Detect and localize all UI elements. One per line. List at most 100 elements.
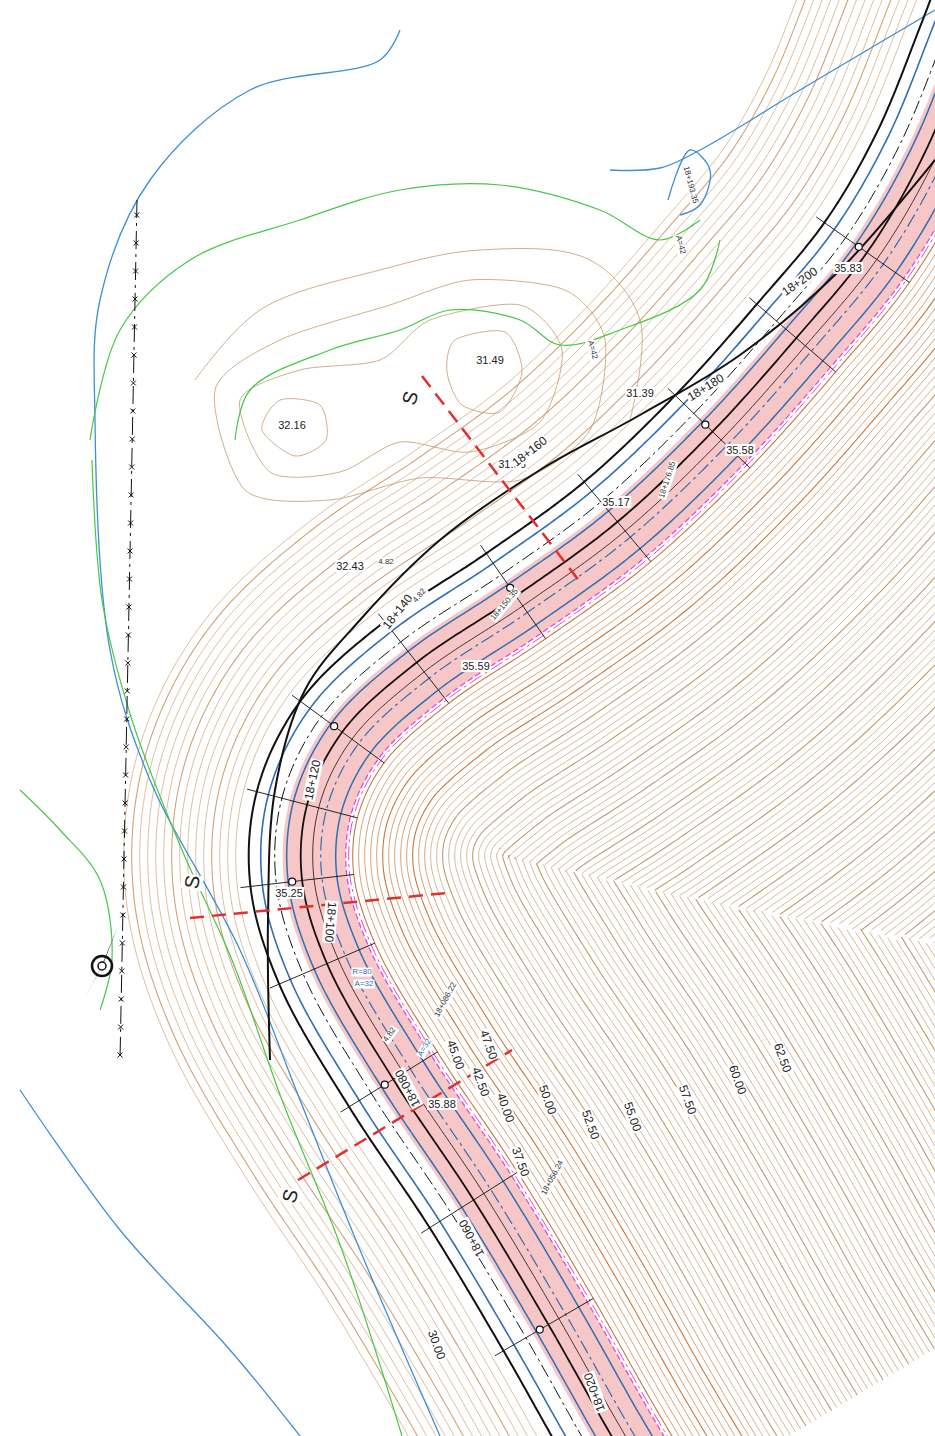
fence-mark bbox=[134, 213, 139, 218]
road-line bbox=[268, 160, 935, 1060]
chainage-label: 18+180 bbox=[685, 371, 728, 405]
north-hub bbox=[98, 962, 106, 970]
fence-mark bbox=[129, 465, 134, 470]
road-line bbox=[321, 0, 935, 1436]
contour-line bbox=[262, 399, 328, 457]
fence-mark bbox=[132, 325, 137, 330]
fence-line bbox=[120, 200, 137, 1060]
clothoid-parameter: A=42 bbox=[673, 234, 687, 256]
fence-line bbox=[118, 200, 140, 1060]
section-tick bbox=[241, 874, 354, 887]
fence-mark bbox=[120, 913, 125, 918]
fence-mark bbox=[127, 577, 132, 582]
spot-elevation: 32.43 bbox=[335, 560, 365, 572]
curve-point-chainage: 18+193.35 bbox=[681, 165, 700, 206]
fence-mark bbox=[125, 689, 130, 694]
road-alignment bbox=[249, 0, 935, 1436]
contour-line bbox=[447, 331, 522, 414]
cross-section-ticks bbox=[241, 217, 910, 1356]
fence-mark bbox=[118, 1053, 123, 1058]
section-line bbox=[298, 1050, 512, 1180]
contour-label: 47.50 bbox=[476, 1028, 499, 1063]
contour-line bbox=[359, 0, 935, 1436]
contour-line bbox=[918, 142, 935, 1250]
north-ring bbox=[92, 956, 112, 976]
section-mark: S bbox=[180, 873, 204, 892]
section-tick bbox=[578, 474, 651, 561]
fence-mark bbox=[123, 773, 128, 778]
road-line bbox=[349, 0, 935, 1436]
road-line bbox=[336, 0, 935, 1436]
section-line bbox=[422, 376, 580, 582]
fence-mark bbox=[131, 381, 136, 386]
station-point bbox=[331, 723, 338, 730]
contour-label: 62.50 bbox=[770, 1041, 793, 1076]
station-point bbox=[536, 1326, 543, 1333]
spot-elevation: 35.58 bbox=[725, 444, 755, 456]
chainage-label: 18+200 bbox=[779, 264, 821, 299]
contour-line bbox=[214, 279, 606, 501]
section-tick bbox=[341, 1052, 438, 1112]
contour-line bbox=[195, 249, 642, 420]
water-line bbox=[20, 1090, 300, 1436]
spot-elevation: 31.39 bbox=[625, 387, 655, 399]
fence-mark bbox=[125, 661, 130, 666]
section-tick bbox=[292, 695, 384, 763]
clothoid-parameter: A=32 bbox=[416, 1037, 434, 1060]
fence-mark bbox=[121, 885, 126, 890]
vegetation-lines bbox=[20, 184, 720, 1436]
fence-mark bbox=[120, 941, 125, 946]
contour-line bbox=[220, 0, 923, 1436]
spot-elevation: 35.83 bbox=[833, 262, 863, 274]
fence-mark bbox=[134, 241, 139, 246]
road-fill bbox=[283, 0, 935, 1436]
road-line bbox=[249, 0, 935, 1436]
fence-mark bbox=[126, 605, 131, 610]
fence-mark bbox=[122, 829, 127, 834]
contour-line bbox=[885, 134, 935, 1263]
section-mark: S bbox=[277, 1186, 302, 1207]
fence-mark bbox=[130, 409, 135, 414]
road-line bbox=[301, 0, 935, 1436]
width-dimension: 4.82 bbox=[377, 558, 395, 567]
station-point bbox=[702, 421, 709, 428]
fence-mark bbox=[133, 297, 138, 302]
width-dimension: 4.82 bbox=[411, 586, 429, 605]
road-line bbox=[261, 0, 935, 1436]
water-line bbox=[610, 10, 935, 170]
contour-label: 37.50 bbox=[508, 1145, 531, 1180]
contour-line bbox=[212, 0, 916, 1436]
contour-label: 57.50 bbox=[675, 1083, 698, 1118]
chainage-label: 18+020 bbox=[582, 1370, 609, 1414]
chainage-label: 18+120 bbox=[302, 758, 324, 802]
contour-lines bbox=[124, 0, 935, 1436]
section-tick bbox=[495, 1298, 594, 1355]
fence-mark bbox=[119, 997, 124, 1002]
contour-line bbox=[204, 0, 908, 1436]
contour-line bbox=[926, 144, 935, 1247]
spot-elevation: 35.17 bbox=[601, 496, 631, 508]
chainage-label: 18+060 bbox=[456, 1216, 488, 1260]
fence-mark bbox=[124, 717, 129, 722]
vegetation-line bbox=[90, 184, 700, 440]
fence-mark bbox=[126, 633, 131, 638]
fence-mark bbox=[128, 549, 133, 554]
chainage-label: 18+140 bbox=[380, 591, 416, 633]
curve-point-chainage: 18+086.22 bbox=[433, 980, 460, 1019]
contour-label: 40.00 bbox=[493, 1091, 516, 1126]
road-line bbox=[287, 0, 935, 1436]
fence-mark bbox=[123, 801, 128, 806]
spot-elevation: 32.16 bbox=[277, 419, 307, 431]
contour-line bbox=[895, 136, 935, 1259]
section-tick bbox=[481, 545, 546, 639]
fence-mark bbox=[119, 969, 124, 974]
chainage-label: 18+160 bbox=[509, 434, 551, 470]
chainage-label: 18+080 bbox=[392, 1066, 424, 1110]
fence-mark bbox=[128, 521, 133, 526]
contour-label: 42.50 bbox=[468, 1065, 491, 1100]
width-dimension: 4.82 bbox=[381, 1025, 398, 1044]
section-tick bbox=[816, 217, 909, 283]
vegetation-line bbox=[20, 790, 112, 1010]
